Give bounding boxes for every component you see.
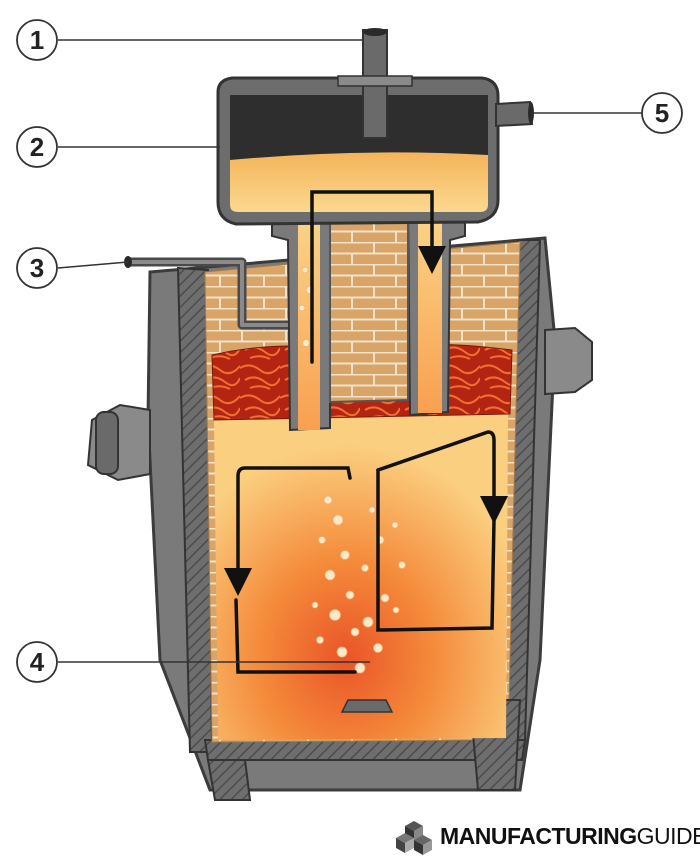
callout-leaders bbox=[57, 39, 642, 663]
callout-1-label: 1 bbox=[30, 25, 44, 55]
leader-line-3 bbox=[57, 261, 129, 269]
callout-3: 3 bbox=[16, 247, 58, 289]
right-trunnion bbox=[544, 326, 593, 396]
ladle-foot-left bbox=[206, 759, 252, 801]
side-vacuum-pipe bbox=[495, 100, 534, 128]
callout-5-label: 5 bbox=[655, 98, 669, 128]
side-vacuum-pipe-opening bbox=[528, 102, 534, 124]
callout-3-label: 3 bbox=[30, 253, 44, 283]
left-trunnion-flange bbox=[95, 411, 119, 475]
ladle bbox=[86, 236, 593, 801]
brand-text: MANUFACTURINGGUIDE bbox=[440, 823, 700, 850]
callout-4-label: 4 bbox=[30, 647, 45, 677]
top-vacuum-pipe-opening bbox=[363, 28, 387, 36]
vacuum-chamber-melt bbox=[230, 152, 488, 212]
flow-arrow-chamber bbox=[310, 190, 446, 364]
molten-steel-ladle bbox=[214, 412, 508, 740]
snorkel-down-leg-melt bbox=[418, 205, 442, 413]
brand-text-bold: MANUFACTURING bbox=[440, 822, 637, 849]
manufacturing-guide-logo-icon bbox=[396, 821, 432, 855]
vacuum-chamber bbox=[216, 28, 534, 226]
flow-arrow-right-loop bbox=[376, 430, 508, 524]
callout-4: 4 bbox=[16, 641, 58, 683]
brand-text-light: GUIDE bbox=[636, 822, 700, 849]
callout-2: 2 bbox=[16, 126, 58, 168]
callout-2-label: 2 bbox=[30, 132, 44, 162]
callout-1: 1 bbox=[16, 19, 58, 61]
flow-arrow-left-loop bbox=[224, 466, 352, 596]
callout-5: 5 bbox=[641, 92, 683, 134]
brand-wordmark: MANUFACTURINGGUIDE bbox=[440, 818, 700, 854]
flow-arrow-right-return bbox=[376, 468, 496, 632]
snorkels bbox=[271, 204, 466, 432]
top-pipe-collar bbox=[337, 75, 413, 87]
flow-arrows bbox=[224, 190, 508, 674]
porous-plug bbox=[340, 699, 394, 713]
snorkel-center-partition bbox=[329, 217, 409, 404]
snorkel-up-leg-melt bbox=[298, 205, 320, 430]
flow-arrow-bottom bbox=[234, 598, 357, 674]
